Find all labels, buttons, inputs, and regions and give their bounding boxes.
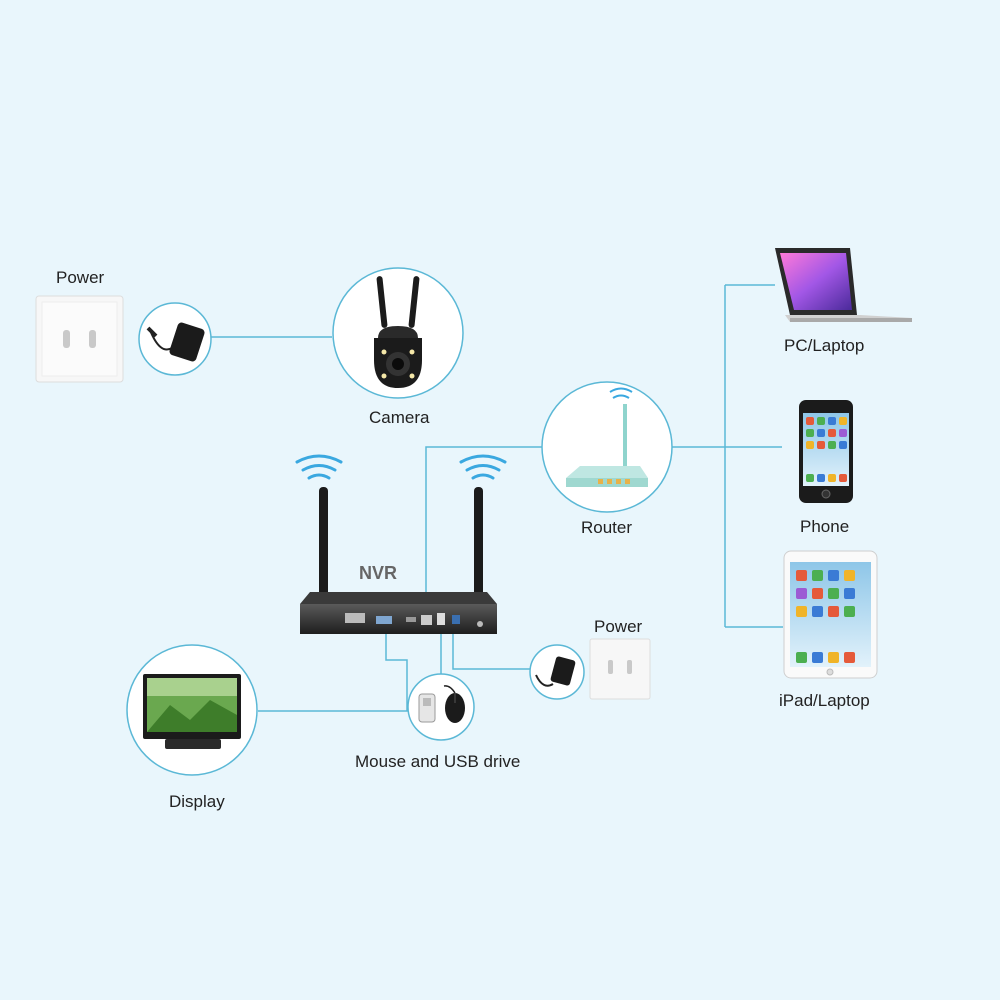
nvr-icon [300, 487, 497, 634]
mouse-usb-group [407, 673, 475, 741]
power-label-top: Power [56, 268, 105, 287]
camera-label: Camera [369, 408, 430, 427]
tablet-icon [783, 550, 878, 679]
power-adapter-icon [529, 644, 585, 700]
line-nvr-display [258, 628, 408, 712]
display-label: Display [169, 792, 225, 811]
wifi-signal-icon [295, 454, 507, 480]
mouse-icon [443, 685, 465, 723]
pc-laptop-label: PC/Laptop [784, 336, 865, 355]
wall-outlet-icon [589, 638, 651, 700]
monitor-icon [126, 644, 258, 776]
line-nvr-power [452, 630, 530, 670]
wall-outlet-icon [35, 295, 124, 383]
router-icon [541, 381, 673, 513]
router-label: Router [581, 518, 633, 537]
power-label-right: Power [594, 617, 643, 636]
power-adapter-icon [138, 302, 212, 376]
mouse-usb-label: Mouse and USB drive [355, 752, 521, 771]
line-nvr-router [425, 446, 543, 615]
ipad-laptop-label: iPad/Laptop [779, 691, 870, 710]
usb-drive-icon [418, 693, 436, 723]
camera-icon [332, 267, 464, 399]
nvr-label: NVR [359, 563, 398, 583]
phone-label: Phone [800, 517, 850, 536]
connector-lines [210, 284, 783, 712]
phone-icon [799, 400, 853, 503]
laptop-icon [775, 248, 912, 322]
